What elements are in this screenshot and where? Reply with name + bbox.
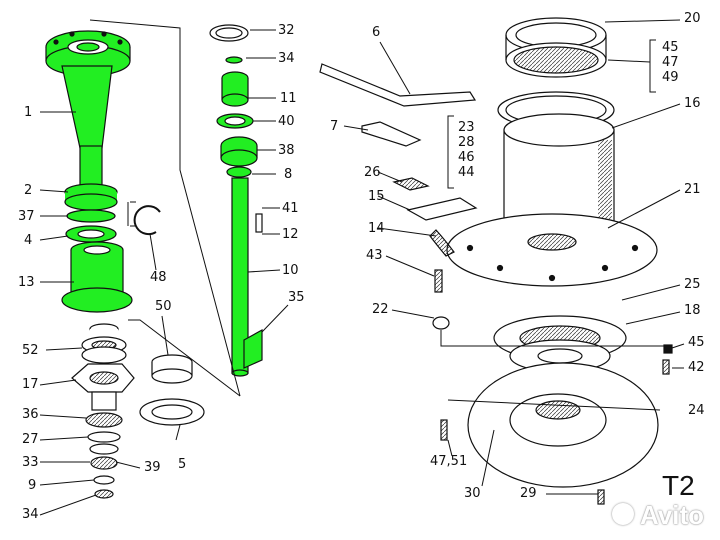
part-label-2: 2 [24, 183, 33, 198]
part-label-4: 4 [24, 233, 33, 248]
part-label-34-lower: 34 [22, 507, 39, 522]
part-label-15: 15 [368, 189, 385, 204]
part-label-21: 21 [684, 182, 701, 197]
part-label-32: 32 [278, 23, 295, 38]
sheet-code: T2 [662, 470, 695, 501]
part-label-39: 39 [144, 460, 161, 475]
part-label-45: 45 [688, 335, 705, 350]
part-label-35: 35 [288, 290, 305, 305]
part-label-47-51: 47,51 [430, 454, 468, 469]
part-label-17: 17 [22, 377, 39, 392]
part-label-52: 52 [22, 343, 39, 358]
part-group-left: 23 28 46 44 [458, 120, 475, 180]
group-item: 49 [662, 70, 679, 85]
part-label-48: 48 [150, 270, 167, 285]
group-item: 28 [458, 135, 475, 150]
part-label-26: 26 [364, 165, 381, 180]
part-label-7: 7 [330, 119, 339, 134]
part-label-33: 33 [22, 455, 39, 470]
part-label-36: 36 [22, 407, 39, 422]
part-label-18: 18 [684, 303, 701, 318]
group-item: 46 [458, 150, 475, 165]
part-label-16: 16 [684, 96, 701, 111]
part-label-20: 20 [684, 11, 701, 26]
part-label-5: 5 [178, 457, 187, 472]
assembly-guide-lines [89, 19, 241, 397]
group-item: 45 [662, 40, 679, 55]
part-label-11: 11 [280, 91, 297, 106]
left-lower-parts [71, 201, 205, 499]
group-item: 44 [458, 165, 475, 180]
part-label-8: 8 [284, 167, 293, 182]
bracket-parts [319, 63, 478, 221]
right-drum-assembly [429, 17, 673, 505]
part-label-27: 27 [22, 432, 39, 447]
part-label-12: 12 [282, 227, 299, 242]
left-shaft-assembly [45, 30, 133, 313]
part-label-41: 41 [282, 201, 299, 216]
part-label-50: 50 [155, 299, 172, 314]
part-label-42: 42 [688, 360, 705, 375]
part-label-22: 22 [372, 302, 389, 317]
part-label-43: 43 [366, 248, 383, 263]
part-label-24: 24 [688, 403, 705, 418]
part-label-29: 29 [520, 486, 537, 501]
center-shaft-assembly [209, 24, 263, 377]
part-group-right: 45 47 49 [662, 40, 679, 85]
group-item: 47 [662, 55, 679, 70]
part-label-14: 14 [368, 221, 385, 236]
part-label-38: 38 [278, 143, 295, 158]
watermark-logo-icon [612, 503, 634, 525]
part-label-10: 10 [282, 263, 299, 278]
part-label-34-upper: 34 [278, 51, 295, 66]
part-label-37: 37 [18, 209, 35, 224]
part-label-40: 40 [278, 114, 295, 129]
watermark-text: Avito [640, 500, 705, 530]
part-label-9: 9 [28, 478, 37, 493]
part-label-1: 1 [24, 105, 33, 120]
part-label-13: 13 [18, 275, 35, 290]
part-label-6: 6 [372, 25, 381, 40]
part-label-30: 30 [464, 486, 481, 501]
part-label-25: 25 [684, 277, 701, 292]
group-item: 23 [458, 120, 475, 135]
leader-lines [39, 19, 685, 516]
